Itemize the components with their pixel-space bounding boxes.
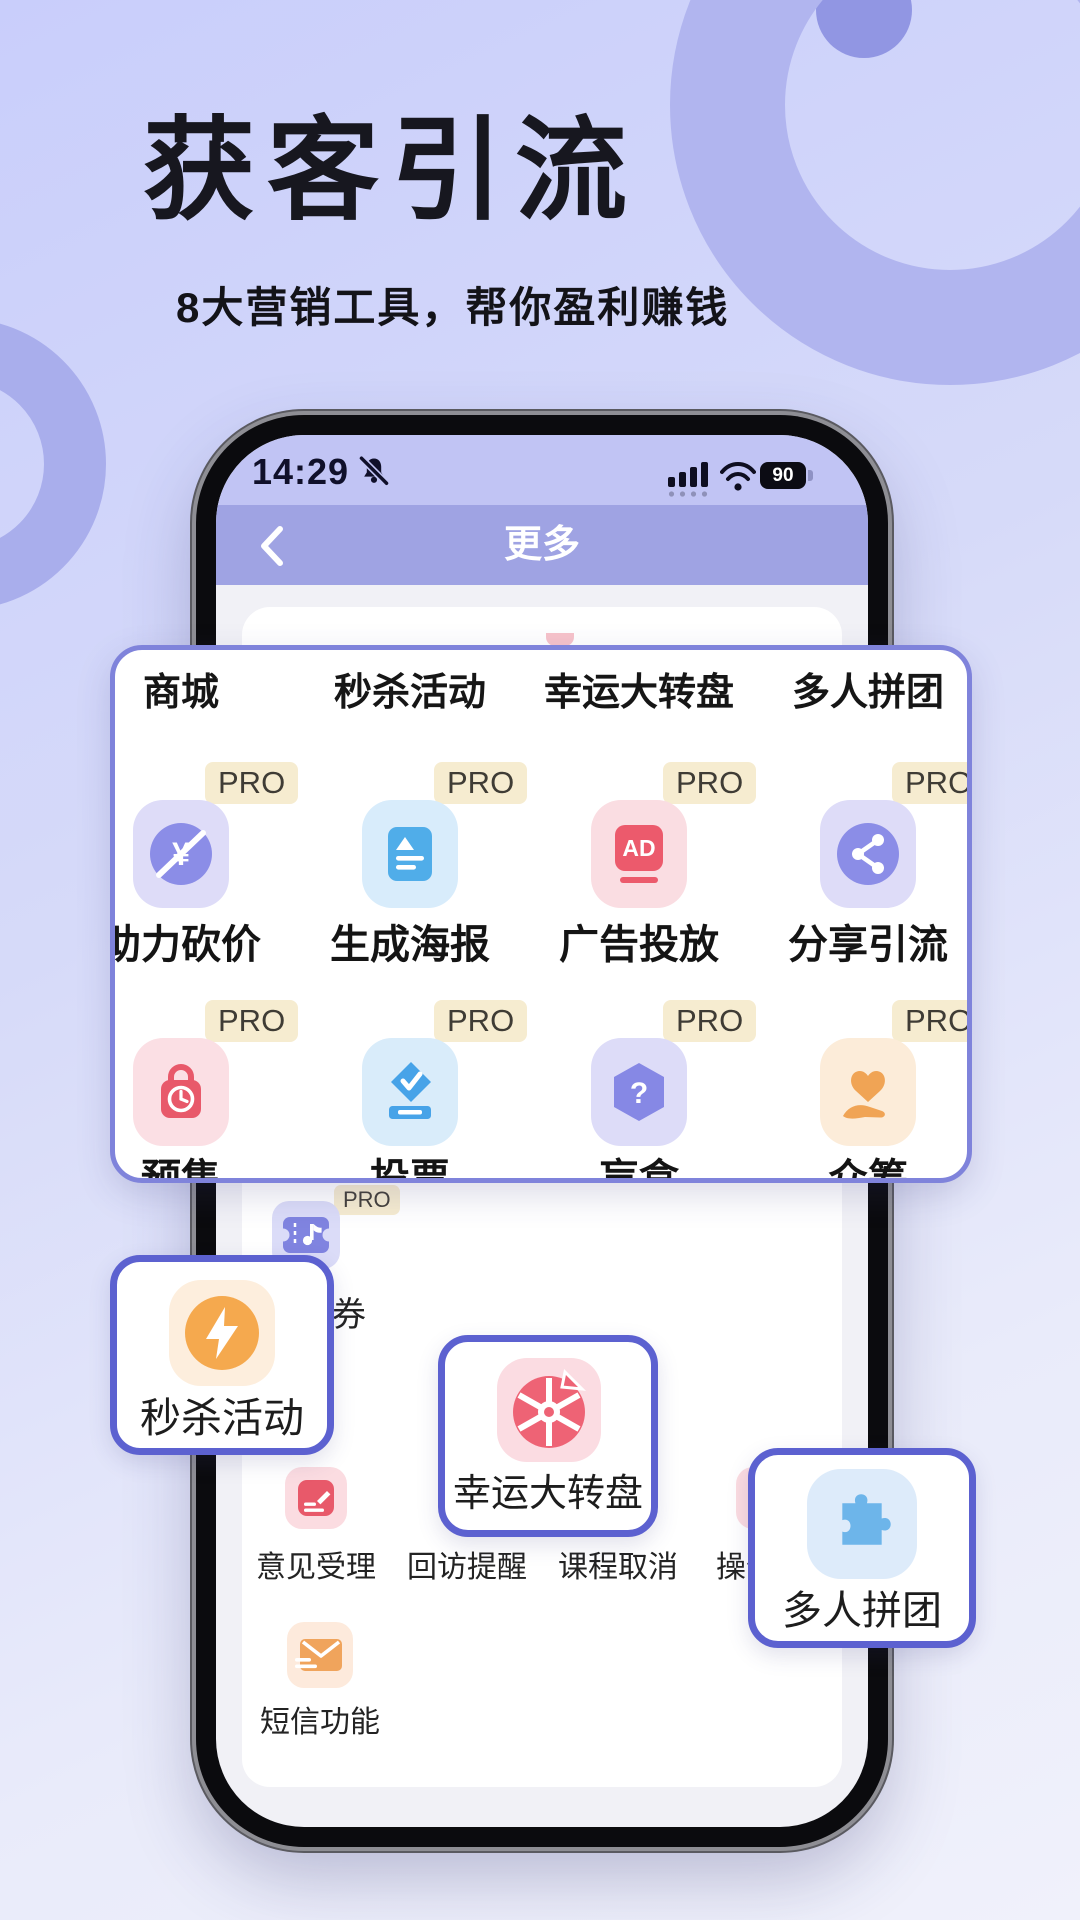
feedback-label[interactable]: 意见受理 <box>256 1551 376 1584</box>
ballot-icon <box>389 1062 431 1119</box>
tool-item-lucky-wheel[interactable]: 幸运大转盘 <box>543 672 734 714</box>
callout-lucky-wheel[interactable]: 幸运大转盘 <box>438 1335 658 1537</box>
callout-seckill[interactable]: 秒杀活动 <box>110 1255 334 1455</box>
nav-bar: 更多 <box>216 505 868 585</box>
sms-label[interactable]: 短信功能 <box>260 1706 380 1739</box>
sms-item[interactable] <box>287 1622 353 1688</box>
feedback-item[interactable] <box>285 1467 347 1529</box>
decor-ring-left <box>0 318 106 610</box>
group-icon-box <box>807 1469 917 1579</box>
tool-label-presale: 预售 <box>141 1157 221 1183</box>
tool-item-poster[interactable] <box>362 800 458 908</box>
sms-envelope-icon <box>295 1639 342 1671</box>
tool-item-ads[interactable]: AD <box>591 800 687 908</box>
fortune-wheel-icon <box>513 1369 587 1448</box>
poster-icon <box>388 827 432 881</box>
decor-ring-top-right <box>670 0 1080 385</box>
tool-label-mystery-box: 盲盒 <box>599 1157 679 1183</box>
tool-item-seckill[interactable]: 秒杀活动 <box>333 672 486 714</box>
page-subtitle: 8大营销工具，帮你盈利赚钱 <box>176 284 730 331</box>
muted-bell-icon <box>359 456 389 486</box>
tool-item-mall[interactable]: 商城 <box>142 672 219 714</box>
callout-lucky-wheel-label: 幸运大转盘 <box>452 1473 643 1515</box>
tool-label-vote: 投票 <box>370 1157 450 1183</box>
tool-label-poster: 生成海报 <box>330 923 490 967</box>
tool-item-crowdfunding[interactable] <box>820 1038 916 1146</box>
callout-group-buy-label: 多人拼团 <box>782 1589 942 1633</box>
page-title: 获客引流 <box>143 108 639 233</box>
douyin-ticket-icon <box>281 1217 331 1253</box>
callback-label[interactable]: 回访提醒 <box>407 1551 527 1584</box>
tool-item-share[interactable] <box>820 800 916 908</box>
status-bar: 14:29 <box>216 435 868 505</box>
tools-popup-card: 商城 秒杀活动 幸运大转盘 多人拼团 PRO PRO PRO PRO ¥ <box>110 645 972 1183</box>
chevron-left-icon <box>261 526 283 566</box>
status-time: 14:29 <box>252 451 350 492</box>
nav-title: 更多 <box>503 524 580 566</box>
svg-text:AD: AD <box>622 835 655 861</box>
feedback-edit-icon <box>298 1480 334 1516</box>
pro-badge: PRO <box>663 762 757 804</box>
coupon-label[interactable]: 券 <box>332 1296 366 1334</box>
tool-item-group-buy[interactable]: 多人拼团 <box>791 672 944 714</box>
pro-badge: PRO <box>334 1185 400 1216</box>
clipped-icon-sliver <box>546 633 574 646</box>
tool-label-share: 分享引流 <box>788 923 948 967</box>
seckill-icon-box <box>169 1280 275 1386</box>
share-icon <box>837 823 899 885</box>
pro-badge: PRO <box>663 1000 757 1042</box>
heart-hand-icon <box>843 1071 885 1119</box>
tool-item-vote[interactable] <box>362 1038 458 1146</box>
course-cancel-label[interactable]: 课程取消 <box>558 1551 678 1584</box>
ad-icon: AD <box>615 825 663 883</box>
back-button[interactable] <box>250 521 300 571</box>
tool-item-presale[interactable] <box>133 1038 229 1146</box>
wheel-icon-box <box>497 1358 601 1462</box>
tool-item-mystery-box[interactable]: ? <box>591 1038 687 1146</box>
pro-badge: PRO <box>205 762 299 804</box>
pro-badge: PRO <box>434 762 528 804</box>
wifi-icon <box>720 462 756 491</box>
svg-text:?: ? <box>630 1077 648 1110</box>
bag-clock-icon <box>161 1064 201 1118</box>
callout-group-buy[interactable]: 多人拼团 <box>748 1448 976 1648</box>
mystery-box-icon: ? <box>614 1063 664 1121</box>
signal-bars-icon <box>668 462 708 497</box>
lightning-icon <box>185 1296 259 1370</box>
puzzle-icon <box>842 1494 891 1545</box>
tool-label-ads: 广告投放 <box>559 923 719 967</box>
callout-seckill-label: 秒杀活动 <box>140 1395 304 1441</box>
tool-label-crowdfunding: 众筹 <box>828 1157 908 1183</box>
tool-item-bargain[interactable]: ¥ <box>133 800 229 908</box>
pro-badge: PRO <box>434 1000 528 1042</box>
tool-label-bargain: 助力砍价 <box>110 923 261 967</box>
battery-icon: 90 <box>760 462 813 489</box>
pro-badge: PRO <box>205 1000 299 1042</box>
pro-badge: PRO <box>892 1000 967 1042</box>
yuan-slash-icon: ¥ <box>150 823 212 885</box>
pro-badge: PRO <box>892 762 967 804</box>
